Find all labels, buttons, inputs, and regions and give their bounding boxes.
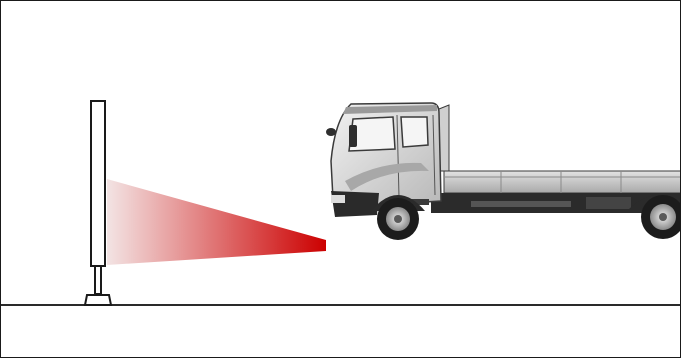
truck-cargo-bed [444, 171, 680, 193]
sensor-base [85, 295, 111, 305]
truck-bumper [331, 191, 379, 217]
detection-beam [107, 179, 326, 265]
flatbed-truck [326, 103, 680, 240]
sensor-post [95, 266, 101, 294]
truck-headlight [331, 195, 345, 203]
truck-mirror [349, 125, 357, 147]
sensor-column [91, 101, 105, 266]
truck-side-window [401, 117, 428, 147]
